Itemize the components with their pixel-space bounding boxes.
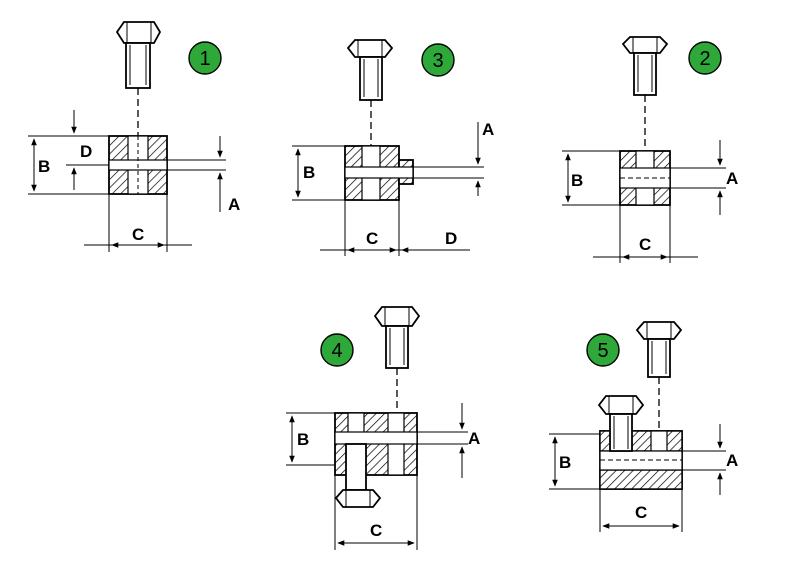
variant-badge-3: 3 xyxy=(421,43,455,77)
label-c-5: C xyxy=(635,503,647,522)
connector-block-2 xyxy=(619,150,671,206)
dimensions-5 xyxy=(549,424,726,532)
label-d-1: D xyxy=(80,142,92,161)
variant-4: B A C 4 xyxy=(286,306,480,550)
label-b-4: B xyxy=(297,430,309,449)
variant-5: B A C 5 xyxy=(549,321,738,532)
label-b-5: B xyxy=(559,453,571,472)
connector-block-1 xyxy=(108,135,168,195)
svg-text:2: 2 xyxy=(699,48,710,70)
label-b-1: B xyxy=(38,157,50,176)
label-b-2: B xyxy=(571,171,583,190)
label-b-3: B xyxy=(303,163,315,182)
label-c-2: C xyxy=(639,235,651,254)
dimensions-3 xyxy=(292,122,484,256)
label-d-3: D xyxy=(445,229,457,248)
bolt-1 xyxy=(115,21,162,89)
connector-block-3 xyxy=(344,145,414,201)
bolt-3 xyxy=(346,39,394,101)
variant-3: B A C D 3 xyxy=(292,39,494,256)
bolt-5-right xyxy=(635,321,683,378)
label-c-1: C xyxy=(132,225,144,244)
label-a-1: A xyxy=(228,195,240,214)
variant-badge-1: 1 xyxy=(188,41,222,75)
svg-text:5: 5 xyxy=(597,340,608,362)
variant-badge-4: 4 xyxy=(320,333,354,367)
svg-text:4: 4 xyxy=(331,340,342,362)
connector-block-5 xyxy=(599,430,683,490)
variant-badge-5: 5 xyxy=(586,333,620,367)
label-c-3: C xyxy=(366,229,378,248)
label-a-5: A xyxy=(726,451,738,470)
variant-badge-2: 2 xyxy=(688,41,722,75)
bolt-4-bottom xyxy=(334,443,382,508)
bolt-4-top xyxy=(373,306,421,369)
label-a-4: A xyxy=(468,429,480,448)
connector-block-4 xyxy=(334,412,418,476)
dimensions-1 xyxy=(28,110,226,252)
bolt-2 xyxy=(621,36,669,96)
dimensions-2 xyxy=(562,140,726,263)
dimensions-4 xyxy=(286,403,468,550)
label-c-4: C xyxy=(370,521,382,540)
svg-text:3: 3 xyxy=(432,50,443,72)
variant-1: B D A C 1 xyxy=(28,21,240,252)
variant-2: B A C 2 xyxy=(562,36,738,263)
bolt-5-left xyxy=(597,395,645,452)
label-a-3: A xyxy=(482,120,494,139)
label-a-2: A xyxy=(726,169,738,188)
svg-text:1: 1 xyxy=(199,48,210,70)
